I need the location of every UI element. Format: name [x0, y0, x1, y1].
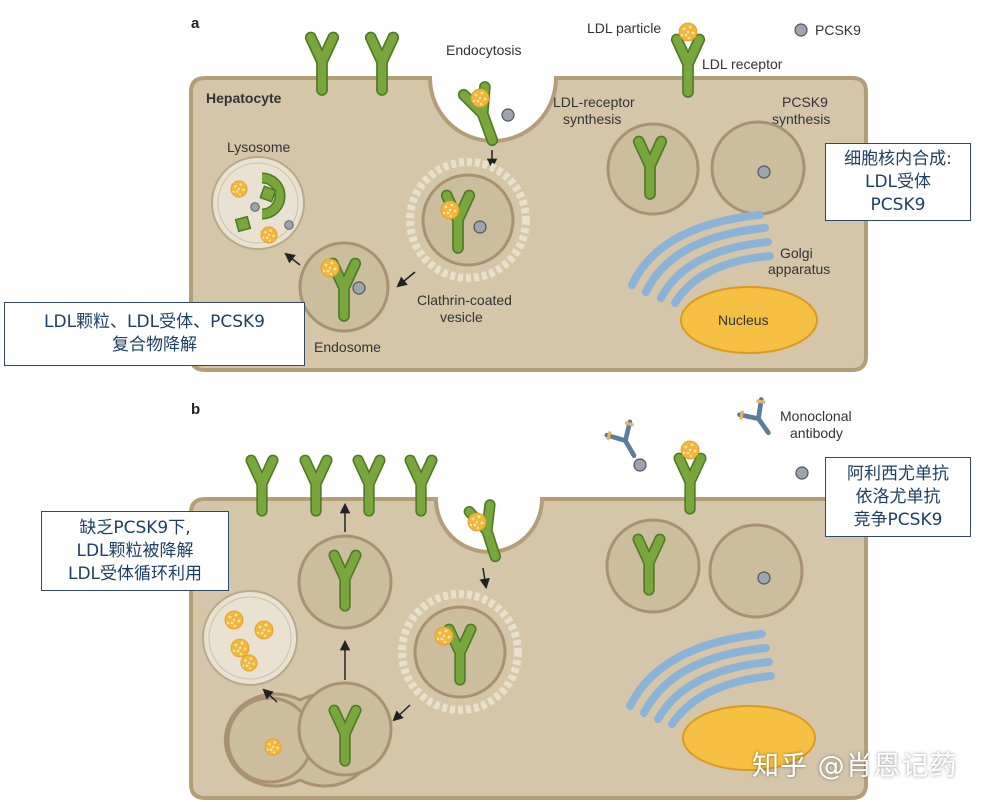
callout-synthesis-line3: PCSK9 — [870, 194, 926, 215]
golgi-apparatus-b — [626, 630, 775, 728]
golgi-apparatus-a — [628, 211, 774, 307]
lysosome-a — [211, 156, 305, 250]
lysosome-ldl-2 — [260, 226, 278, 244]
clathrin-pcsk9-a — [473, 220, 487, 234]
panel-b-letter: b — [191, 401, 200, 418]
lysosome-b-ldl-4 — [240, 654, 258, 672]
endocytosis-label: Endocytosis — [446, 42, 521, 58]
callout-antibody-line3: 竞争PCSK9 — [853, 509, 943, 530]
pit-ldl-b — [467, 512, 487, 532]
callout-recycle-line3: LDL受体循环利用 — [67, 563, 203, 584]
callout-recycle: 缺乏PCSK9下, LDL颗粒被降解 LDL受体循环利用 — [41, 511, 229, 591]
hepatocyte-label: Hepatocyte — [206, 90, 282, 106]
callout-recycle-line1: 缺乏PCSK9下, — [79, 517, 191, 538]
lysosome-label: Lysosome — [227, 139, 291, 155]
callout-recycle-line2: LDL颗粒被降解 — [76, 540, 194, 561]
bound-pcsk9-b — [633, 458, 647, 472]
new-pcsk9-a — [757, 165, 771, 179]
endosome-ldl-a — [320, 258, 340, 278]
new-pcsk9-b — [757, 571, 771, 585]
pcsk9-synthesis-line2: synthesis — [772, 111, 830, 127]
pit-pcsk9 — [501, 108, 515, 122]
callout-antibody: 阿利西尤单抗 依洛尤单抗 竞争PCSK9 — [825, 457, 971, 537]
arrow-to-endosome-b — [392, 704, 411, 722]
arrow-to-lysosome-b — [262, 688, 278, 703]
ldl-particle-legend — [678, 22, 698, 42]
clathrin-ldl-b — [434, 626, 454, 646]
ldl-receptor-label: LDL receptor — [702, 56, 783, 72]
surface-ldl-b — [680, 440, 700, 460]
pcsk9-synthesis-vesicle-b — [708, 523, 804, 619]
endosome-pcsk9-a — [352, 281, 366, 295]
golgi-label-line1: Golgi — [780, 245, 813, 261]
lysosome-b-ldl-1 — [224, 610, 244, 630]
callout-degrade-line2: 复合物降解 — [112, 335, 197, 355]
receptor-fragment-small — [234, 215, 252, 233]
callout-synthesis: 细胞核内合成: LDL受体 PCSK9 — [825, 143, 971, 221]
ldl-particle-label: LDL particle — [587, 20, 661, 36]
clathrin-ldl-a — [440, 200, 460, 220]
clathrin-coat-b — [398, 590, 522, 714]
golgi-label-line2: apparatus — [768, 261, 830, 277]
arrow-down-b — [479, 567, 490, 590]
pit-ldl — [470, 88, 490, 108]
free-pcsk9-b — [795, 466, 809, 480]
clathrin-coat-a — [406, 158, 530, 282]
lysosome-inner-ring — [217, 162, 299, 244]
callout-degrade-line1: LDL颗粒、LDL受体、PCSK9 — [44, 312, 265, 332]
lysosome-b-ldl-3 — [230, 638, 250, 658]
callout-antibody-line1: 阿利西尤单抗 — [847, 463, 949, 484]
lysosome-pcsk9-2 — [284, 220, 294, 230]
watermark: 知乎 @肖恩记药 — [752, 751, 958, 782]
pcsk9-synthesis-vesicle — [710, 120, 806, 216]
lysosome-pcsk9-1 — [250, 202, 260, 212]
pcsk9-synthesis-line1: PCSK9 — [782, 94, 828, 110]
nucleus-a — [680, 286, 818, 354]
nucleus-b — [682, 705, 816, 771]
antibody-icon-2 — [737, 397, 780, 441]
antibody-icon-1 — [605, 420, 647, 463]
callout-antibody-line2: 依洛尤单抗 — [855, 486, 941, 507]
monoclonal-line2: antibody — [790, 425, 843, 441]
clathrin-label-line1: Clathrin-coated — [417, 292, 512, 308]
receptor-synthesis-line1: LDL-receptor — [553, 94, 635, 110]
degraded-receptor-fragment — [261, 174, 284, 218]
arrow-to-endosome-a — [396, 271, 416, 288]
panel-a-letter: a — [191, 15, 200, 32]
monoclonal-line1: Monoclonal — [780, 408, 852, 424]
callout-synthesis-line2: LDL受体 — [864, 171, 932, 192]
receptor-fragment-small-2 — [259, 185, 277, 203]
callout-synthesis-line1: 细胞核内合成: — [844, 148, 952, 169]
arrow-to-lysosome-a — [284, 252, 301, 266]
lysosome-b-ldl-2 — [254, 620, 274, 640]
receptor-synthesis-line2: synthesis — [563, 111, 621, 127]
endosome-label: Endosome — [314, 339, 381, 355]
endosome-ldl-b — [264, 738, 282, 756]
pcsk9-legend-icon — [794, 23, 808, 37]
lysosome-ldl-1 — [230, 180, 248, 198]
callout-degrade: LDL颗粒、LDL受体、PCSK9 复合物降解 — [4, 302, 305, 366]
nucleus-label: Nucleus — [718, 312, 769, 328]
clathrin-vesicle-a — [421, 173, 515, 267]
clathrin-label-line2: vesicle — [440, 309, 483, 325]
pcsk9-legend-label: PCSK9 — [815, 22, 861, 38]
